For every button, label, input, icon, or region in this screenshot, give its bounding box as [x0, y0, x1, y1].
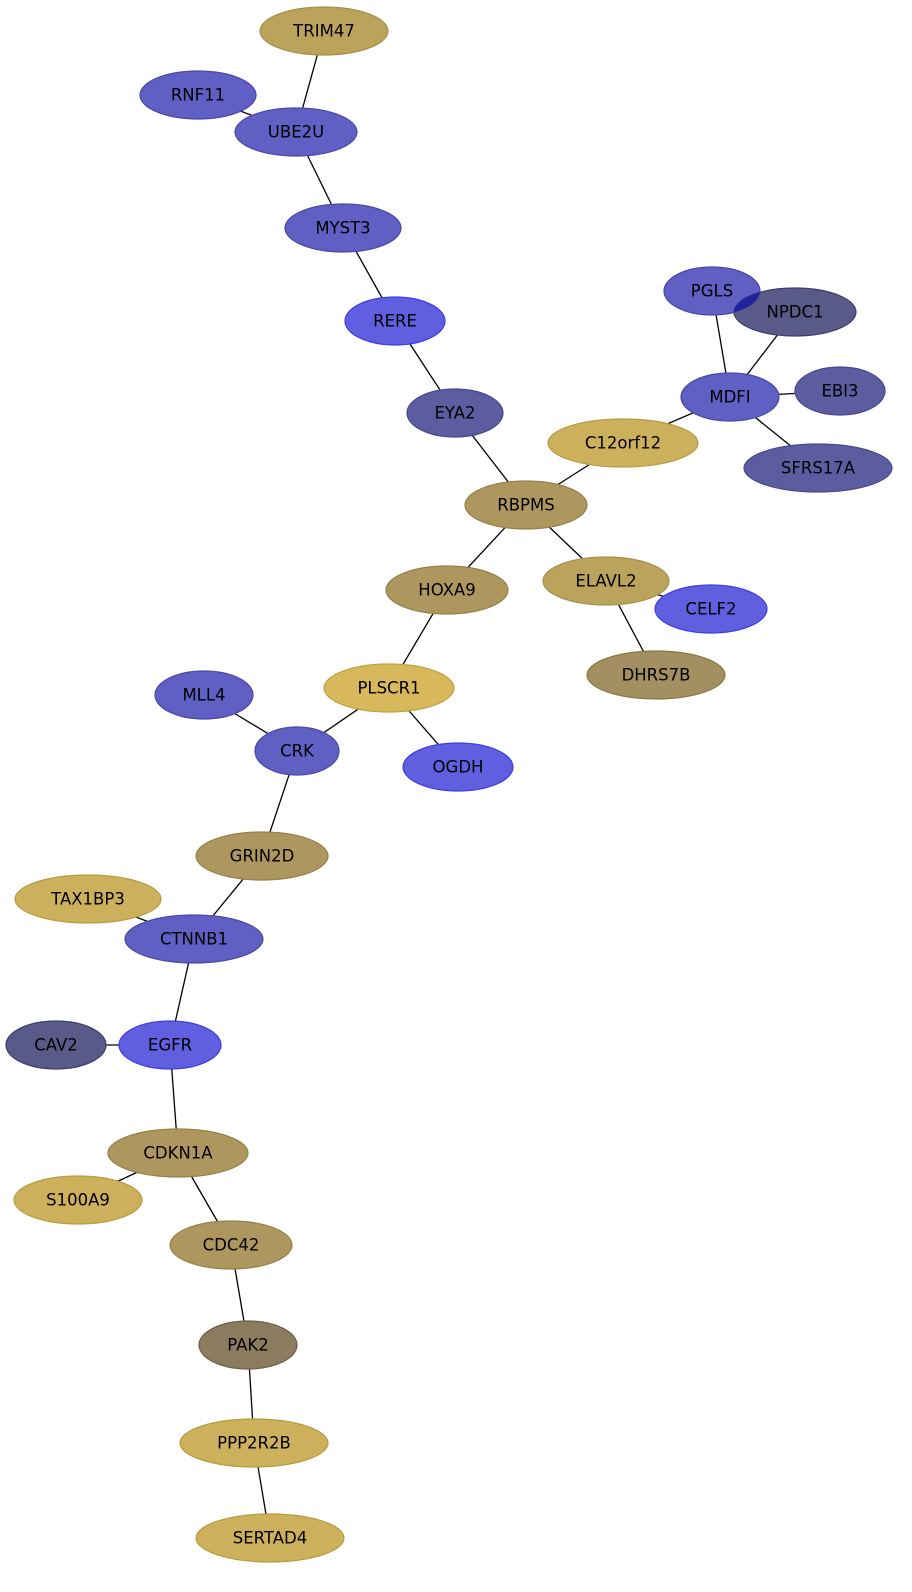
node-shape-grin2d: [195, 831, 329, 881]
node-label-cav2: CAV2: [34, 1036, 78, 1055]
node-shape-pak2: [198, 1320, 298, 1370]
node-label-rbpms: RBPMS: [497, 496, 554, 515]
node-cdkn1a[interactable]: CDKN1A: [107, 1128, 249, 1178]
node-shape-hoxa9: [385, 565, 509, 615]
node-shape-ctnnb1: [124, 914, 264, 964]
node-s100a9[interactable]: S100A9: [13, 1175, 143, 1225]
node-label-ogdh: OGDH: [433, 758, 484, 777]
node-ctnnb1[interactable]: CTNNB1: [124, 914, 264, 964]
node-label-elavl2: ELAVL2: [575, 572, 636, 591]
node-label-dhrs7b: DHRS7B: [622, 666, 691, 685]
node-label-ube2u: UBE2U: [268, 123, 324, 142]
node-shape-ube2u: [234, 107, 358, 157]
node-label-grin2d: GRIN2D: [230, 847, 295, 866]
node-sertad4[interactable]: SERTAD4: [195, 1513, 345, 1563]
node-label-crk: CRK: [280, 742, 315, 761]
node-shape-egfr: [118, 1020, 222, 1070]
node-hoxa9[interactable]: HOXA9: [385, 565, 509, 615]
node-sfrs17a[interactable]: SFRS17A: [743, 443, 893, 493]
node-label-plscr1: PLSCR1: [357, 679, 420, 698]
node-label-ppp2r2b: PPP2R2B: [217, 1434, 291, 1453]
node-trim47[interactable]: TRIM47: [259, 6, 389, 56]
node-label-trim47: TRIM47: [292, 22, 355, 41]
node-elavl2[interactable]: ELAVL2: [542, 556, 670, 606]
node-shape-cav2: [5, 1020, 107, 1070]
node-label-npdc1: NPDC1: [766, 303, 823, 322]
node-shape-sertad4: [195, 1513, 345, 1563]
node-pak2[interactable]: PAK2: [198, 1320, 298, 1370]
node-shape-rnf11: [139, 70, 257, 120]
node-label-myst3: MYST3: [315, 219, 370, 238]
node-shape-ebi3: [794, 366, 886, 416]
node-shape-ppp2r2b: [179, 1418, 329, 1468]
node-shape-cdc42: [169, 1220, 293, 1270]
node-label-celf2: CELF2: [685, 600, 736, 619]
node-label-sfrs17a: SFRS17A: [781, 459, 856, 478]
node-shape-c12orf12: [547, 418, 699, 468]
node-cdc42[interactable]: CDC42: [169, 1220, 293, 1270]
node-shape-mdfi: [680, 372, 780, 422]
node-label-hoxa9: HOXA9: [418, 581, 475, 600]
node-rnf11[interactable]: RNF11: [139, 70, 257, 120]
node-shape-eya2: [406, 388, 504, 438]
node-c12orf12[interactable]: C12orf12: [547, 418, 699, 468]
node-shape-dhrs7b: [586, 650, 726, 700]
node-shape-myst3: [284, 203, 402, 253]
node-label-pak2: PAK2: [227, 1336, 269, 1355]
node-grin2d[interactable]: GRIN2D: [195, 831, 329, 881]
node-label-cdc42: CDC42: [203, 1236, 260, 1255]
node-cav2[interactable]: CAV2: [5, 1020, 107, 1070]
node-crk[interactable]: CRK: [254, 726, 340, 776]
node-tax1bp3[interactable]: TAX1BP3: [14, 874, 162, 924]
node-label-s100a9: S100A9: [46, 1191, 110, 1210]
node-ube2u[interactable]: UBE2U: [234, 107, 358, 157]
node-shape-s100a9: [13, 1175, 143, 1225]
node-shape-ogdh: [402, 742, 514, 792]
node-rbpms[interactable]: RBPMS: [464, 480, 588, 530]
node-shape-elavl2: [542, 556, 670, 606]
node-shape-tax1bp3: [14, 874, 162, 924]
node-dhrs7b[interactable]: DHRS7B: [586, 650, 726, 700]
node-rere[interactable]: RERE: [344, 296, 446, 346]
node-shape-pgls: [663, 266, 761, 316]
node-ebi3[interactable]: EBI3: [794, 366, 886, 416]
node-shape-trim47: [259, 6, 389, 56]
node-myst3[interactable]: MYST3: [284, 203, 402, 253]
node-label-egfr: EGFR: [148, 1036, 192, 1055]
node-label-rere: RERE: [373, 312, 417, 331]
node-ogdh[interactable]: OGDH: [402, 742, 514, 792]
node-shape-rere: [344, 296, 446, 346]
node-label-eya2: EYA2: [434, 404, 475, 423]
node-label-cdkn1a: CDKN1A: [143, 1144, 213, 1163]
node-ppp2r2b[interactable]: PPP2R2B: [179, 1418, 329, 1468]
node-shape-rbpms: [464, 480, 588, 530]
node-egfr[interactable]: EGFR: [118, 1020, 222, 1070]
node-shape-sfrs17a: [743, 443, 893, 493]
node-label-ctnnb1: CTNNB1: [160, 930, 228, 949]
node-label-c12orf12: C12orf12: [585, 434, 661, 453]
node-shape-cdkn1a: [107, 1128, 249, 1178]
node-shape-plscr1: [323, 663, 455, 713]
node-shape-celf2: [654, 584, 768, 634]
node-label-tax1bp3: TAX1BP3: [50, 890, 125, 909]
node-label-rnf11: RNF11: [171, 86, 225, 105]
node-label-mll4: MLL4: [182, 686, 225, 705]
node-shape-mll4: [154, 670, 254, 720]
node-mdfi[interactable]: MDFI: [680, 372, 780, 422]
node-label-sertad4: SERTAD4: [233, 1529, 307, 1548]
node-label-mdfi: MDFI: [709, 388, 750, 407]
node-plscr1[interactable]: PLSCR1: [323, 663, 455, 713]
node-label-ebi3: EBI3: [821, 382, 858, 401]
node-eya2[interactable]: EYA2: [406, 388, 504, 438]
node-shape-crk: [254, 726, 340, 776]
node-label-pgls: PGLS: [691, 282, 733, 301]
node-mll4[interactable]: MLL4: [154, 670, 254, 720]
node-celf2[interactable]: CELF2: [654, 584, 768, 634]
node-pgls[interactable]: PGLS: [663, 266, 761, 316]
